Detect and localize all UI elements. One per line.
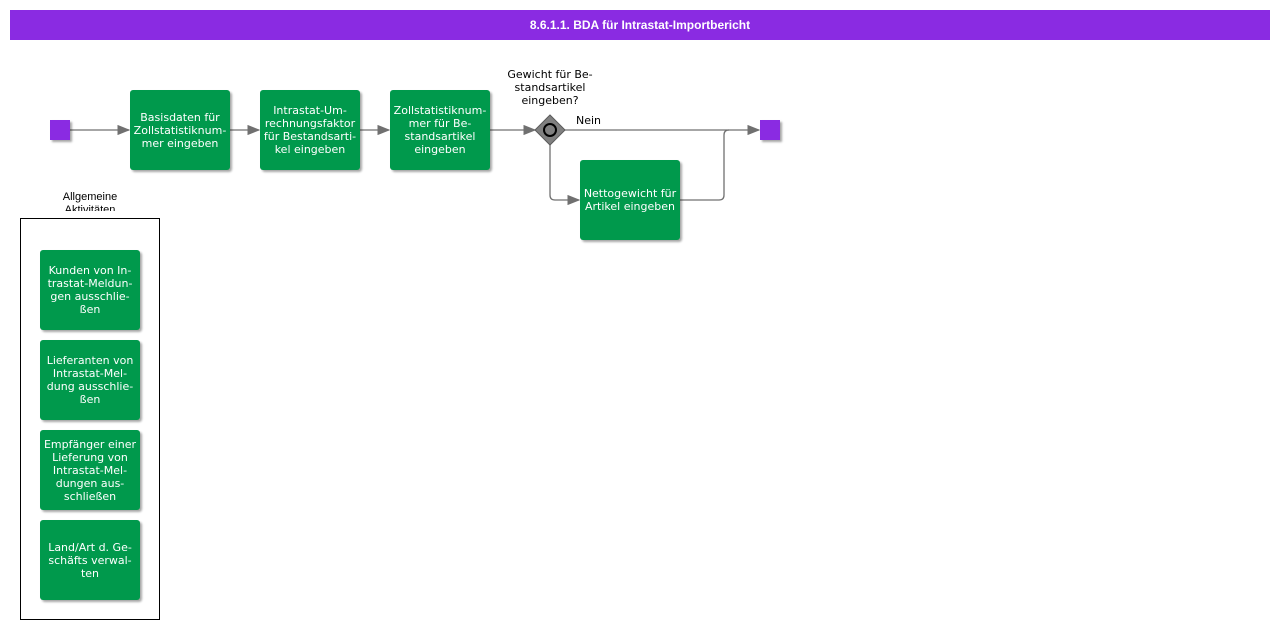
end-event	[760, 120, 780, 140]
task-label: Empfänger einer Lieferung von Intrastat-…	[43, 437, 137, 503]
edge-label-no: Nein	[576, 114, 602, 127]
task-empfaenger-ausschliessen[interactable]: Empfänger einer Lieferung von Intrastat-…	[40, 430, 140, 510]
group-frame	[20, 218, 160, 620]
task-lieferanten-ausschliessen[interactable]: Lieferanten von Intrastat-Mel-dung aussc…	[40, 340, 140, 420]
diagram-title: 8.6.1.1. BDA für Intrastat-Importbericht	[10, 10, 1270, 40]
group-label: Allgemeine Aktivitäten	[62, 191, 118, 211]
task-label: Nettogewicht für Artikel eingeben	[583, 187, 677, 213]
task-label: Zollstatistiknum-mer für Be-standsartike…	[393, 104, 487, 156]
task-label: Kunden von In-trastat-Meldun-gen ausschl…	[47, 264, 133, 316]
edge-gateway-task4	[549, 145, 581, 206]
gateway-question: Gewicht für Be-standsartikel eingeben?	[507, 68, 593, 107]
task-label: Intrastat-Um-rechnungsfaktor für Bestand…	[263, 104, 357, 156]
task-umrechnungsfaktor[interactable]: Intrastat-Um-rechnungsfaktor für Bestand…	[260, 90, 360, 170]
task-kunden-ausschliessen[interactable]: Kunden von In-trastat-Meldun-gen ausschl…	[40, 250, 140, 330]
task-basisdaten[interactable]: Basisdaten für Zollstatistiknum-mer eing…	[130, 90, 230, 170]
edge-task4-merge	[680, 129, 730, 201]
task-nettogewicht[interactable]: Nettogewicht für Artikel eingeben	[580, 160, 680, 240]
task-zollstatistiknummer[interactable]: Zollstatistiknum-mer für Be-standsartike…	[390, 90, 490, 170]
exclusive-gateway	[534, 114, 566, 146]
task-label: Lieferanten von Intrastat-Mel-dung aussc…	[46, 354, 134, 406]
task-label: Land/Art d. Ge-schäfts verwal-ten	[48, 540, 132, 580]
start-event	[50, 120, 70, 140]
task-land-art-verwalten[interactable]: Land/Art d. Ge-schäfts verwal-ten	[40, 520, 140, 600]
task-label: Basisdaten für Zollstatistiknum-mer eing…	[133, 110, 227, 150]
